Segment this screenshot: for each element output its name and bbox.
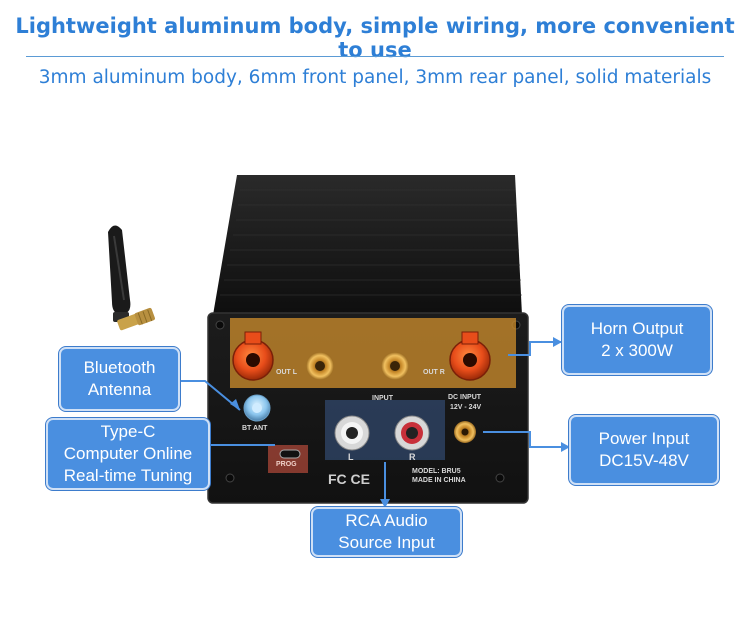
prog-highlight <box>268 445 308 473</box>
callout-line: Horn Output <box>590 319 684 338</box>
arrow-head-horn <box>553 337 562 347</box>
cert-marks: FC CE <box>328 471 370 487</box>
page-title: Lightweight aluminum body, simple wiring… <box>15 14 735 62</box>
label-out-right: OUT R <box>423 369 445 376</box>
label-model: MODEL: BRU5 <box>412 468 461 475</box>
title-divider <box>26 56 724 57</box>
callout-typec: Type-C Computer Online Real-time Tuning <box>46 418 210 490</box>
label-dc-range: 12V - 24V <box>450 404 482 411</box>
callout-line: Power Input <box>598 429 690 448</box>
callout-line: 2 x 300W <box>601 341 673 360</box>
callout-horn-output: Horn Output 2 x 300W <box>562 305 712 375</box>
bt-connector <box>243 394 271 422</box>
speaker-terminals <box>232 331 491 381</box>
arrow-head-power <box>561 442 570 452</box>
typec-port <box>279 449 301 459</box>
antenna-icon <box>108 225 155 331</box>
label-prog: PROG <box>276 461 297 468</box>
arrow-head-bt <box>230 399 240 410</box>
label-bt-ant: BT ANT <box>242 425 268 432</box>
dc-jack <box>454 421 476 443</box>
callout-power-input: Power Input DC15V-48V <box>569 415 719 485</box>
label-rca-left: L <box>348 452 354 462</box>
label-input: INPUT <box>372 395 393 402</box>
callout-line: Type-C <box>100 422 156 441</box>
callout-bluetooth-antenna: Bluetooth Antenna <box>59 347 180 411</box>
label-rca-right: R <box>409 452 416 462</box>
callout-line: Computer Online <box>63 444 193 463</box>
callout-line: RCA Audio <box>345 511 428 530</box>
callout-line: Real-time Tuning <box>63 466 193 485</box>
label-out-left: OUT L <box>276 369 297 376</box>
callout-line: Antenna <box>87 380 152 399</box>
callout-rca-input: RCA Audio Source Input <box>311 507 462 557</box>
callout-line: Bluetooth <box>83 358 156 377</box>
rca-jacks <box>334 415 430 451</box>
callout-line: Source Input <box>338 533 435 552</box>
page-subtitle: 3mm aluminum body, 6mm front panel, 3mm … <box>38 67 712 88</box>
label-dc-input: DC INPUT <box>448 394 482 401</box>
label-made-in: MADE IN CHINA <box>412 477 466 484</box>
callout-line: DC15V-48V <box>599 451 689 470</box>
arrow-head-rca <box>380 499 390 508</box>
